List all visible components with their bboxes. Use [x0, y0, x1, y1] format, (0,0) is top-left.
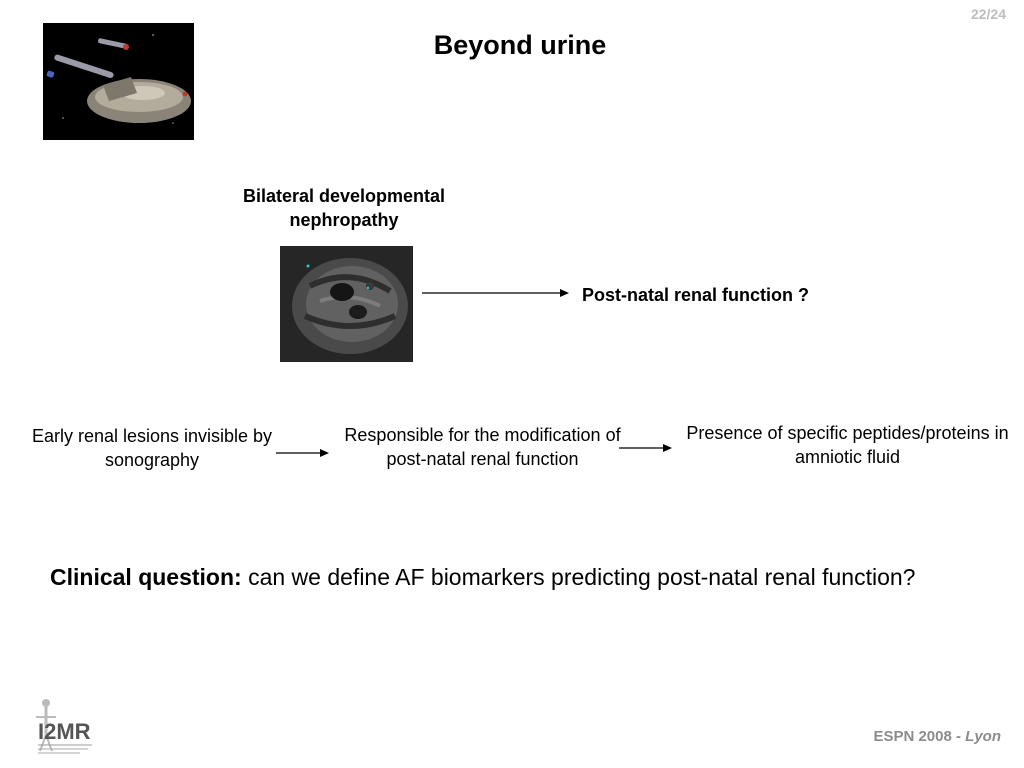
clinical-question-label: Clinical question:: [50, 564, 242, 590]
ultrasound-scan-image: [280, 246, 413, 362]
arrow-step1-to-step2: [276, 449, 329, 457]
arrow-step2-to-step3: [619, 444, 672, 452]
outcome-label: Post-natal renal function ?: [582, 285, 810, 305]
i2mr-logo: I2MR: [32, 695, 104, 757]
footer-city: Lyon: [965, 728, 1001, 745]
footer-event: ESPN 2008 -: [873, 728, 966, 745]
flow-step-presence: Presence of specific peptides/proteins i…: [686, 423, 1009, 467]
clinical-question: Clinical question: can we define AF biom…: [50, 564, 1020, 591]
flow-step-responsible: Responsible for the modification of post…: [344, 425, 621, 469]
logo-acronym: I2MR: [38, 719, 91, 744]
clinical-question-text: can we define AF biomarkers predicting p…: [241, 564, 916, 590]
flow-step-lesions: Early renal lesions invisible by sonogra…: [31, 426, 273, 470]
slide-title: Beyond urine: [433, 30, 607, 60]
page-number: 22/24: [970, 6, 1006, 22]
footer: ESPN 2008 - Lyon: [873, 728, 1001, 745]
arrow-to-outcome: [422, 289, 569, 297]
starship-image: [43, 23, 194, 140]
nephropathy-heading: Bilateral developmental nephropathy: [242, 186, 446, 230]
